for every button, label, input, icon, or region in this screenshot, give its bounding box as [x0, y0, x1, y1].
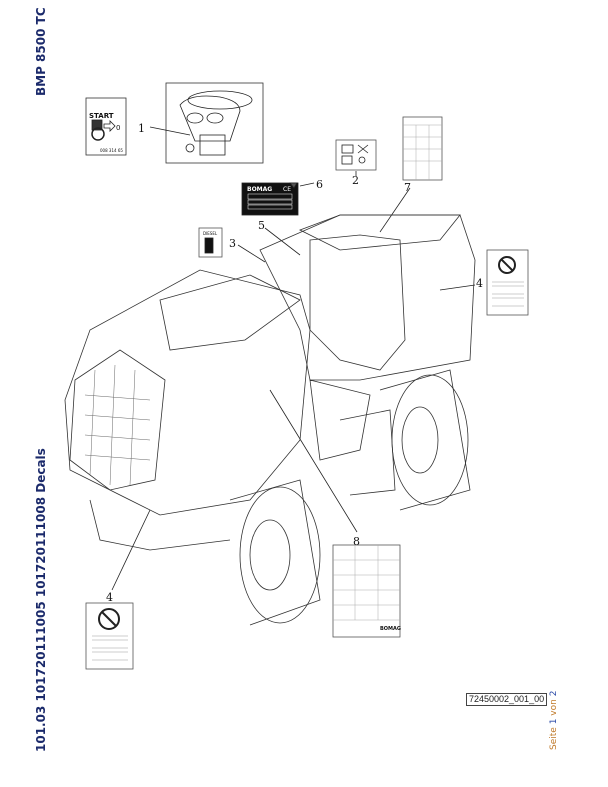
decal-2 [335, 139, 377, 171]
leader-line [149, 126, 191, 136]
bolt-icon [289, 182, 298, 189]
callout-4-left: 4 [106, 591, 113, 604]
nameplate-decal: BOMAG CE [241, 182, 299, 216]
callout-4-right: 4 [476, 277, 483, 290]
svg-text:DIESEL: DIESEL [203, 231, 218, 236]
no-wash-decal-right [486, 249, 529, 316]
callout-5: 5 [258, 219, 265, 232]
svg-text:0: 0 [116, 124, 120, 132]
decal-8: BOMAG [332, 544, 401, 638]
diesel-decal: DIESEL [198, 227, 223, 258]
decal-7 [402, 116, 443, 181]
callout-6: 6 [316, 178, 323, 191]
svg-text:BOMAG: BOMAG [380, 626, 401, 632]
callout-3: 3 [229, 237, 236, 250]
callout-8: 8 [353, 535, 360, 548]
start-decal: START 0 008 314 65 [85, 97, 127, 156]
no-wash-decal-left [85, 602, 134, 670]
component-1-image [165, 82, 264, 164]
svg-text:BOMAG: BOMAG [247, 186, 272, 193]
svg-text:START: START [89, 112, 114, 120]
svg-text:008 314 65: 008 314 65 [100, 148, 123, 153]
svg-text:CE: CE [283, 186, 291, 193]
drawing-number: 72450002_001_00 [466, 693, 548, 706]
callout-2: 2 [352, 174, 359, 187]
callout-7: 7 [404, 181, 411, 194]
callout-1: 1 [138, 122, 145, 135]
machine-drawing [64, 214, 476, 626]
